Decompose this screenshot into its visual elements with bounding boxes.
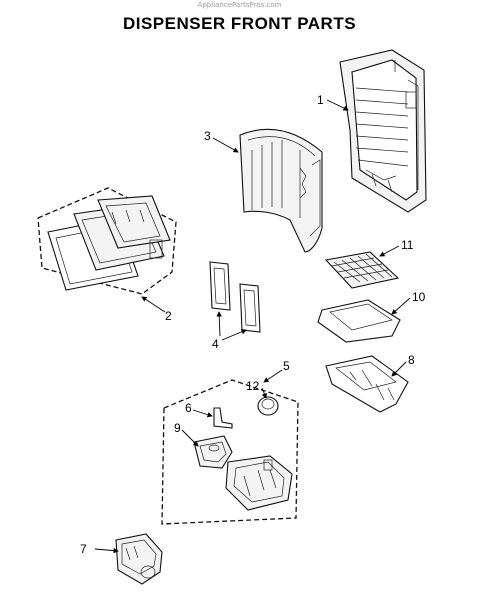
leader-lines xyxy=(94,99,411,554)
callout-2: 2 xyxy=(165,309,172,323)
callout-12: 12 xyxy=(246,379,260,393)
callout-6: 6 xyxy=(185,401,192,415)
part-8-tray-base[interactable] xyxy=(325,355,409,413)
callout-11: 11 xyxy=(401,238,414,252)
part-9-paddle[interactable] xyxy=(193,435,233,469)
callout-4: 4 xyxy=(212,337,219,351)
part-10-drip-tray[interactable] xyxy=(317,299,401,343)
part-6-lever[interactable] xyxy=(213,407,233,429)
watermark: AppliancePartsPros.com xyxy=(197,1,282,9)
part-5-actuator-group[interactable] xyxy=(161,379,299,525)
callout-5: 5 xyxy=(283,359,290,373)
callout-3: 3 xyxy=(204,129,211,143)
part-7-switch-module[interactable] xyxy=(115,533,163,585)
part-4-filter-pads[interactable] xyxy=(209,261,261,333)
callout-9: 9 xyxy=(174,421,181,435)
callout-1: 1 xyxy=(317,93,324,107)
callout-7: 7 xyxy=(80,542,87,556)
diagram-title: DISPENSER FRONT PARTS xyxy=(122,14,357,33)
part-1-dispenser-housing[interactable] xyxy=(339,49,427,213)
actuator-housing[interactable] xyxy=(225,455,293,511)
part-11-grille[interactable] xyxy=(324,251,400,289)
part-12-knob[interactable] xyxy=(257,396,279,416)
part-3-front-panel[interactable] xyxy=(239,128,323,253)
callout-10: 10 xyxy=(412,290,426,304)
part-2-control-assembly[interactable] xyxy=(37,187,177,295)
callout-8: 8 xyxy=(408,353,415,367)
